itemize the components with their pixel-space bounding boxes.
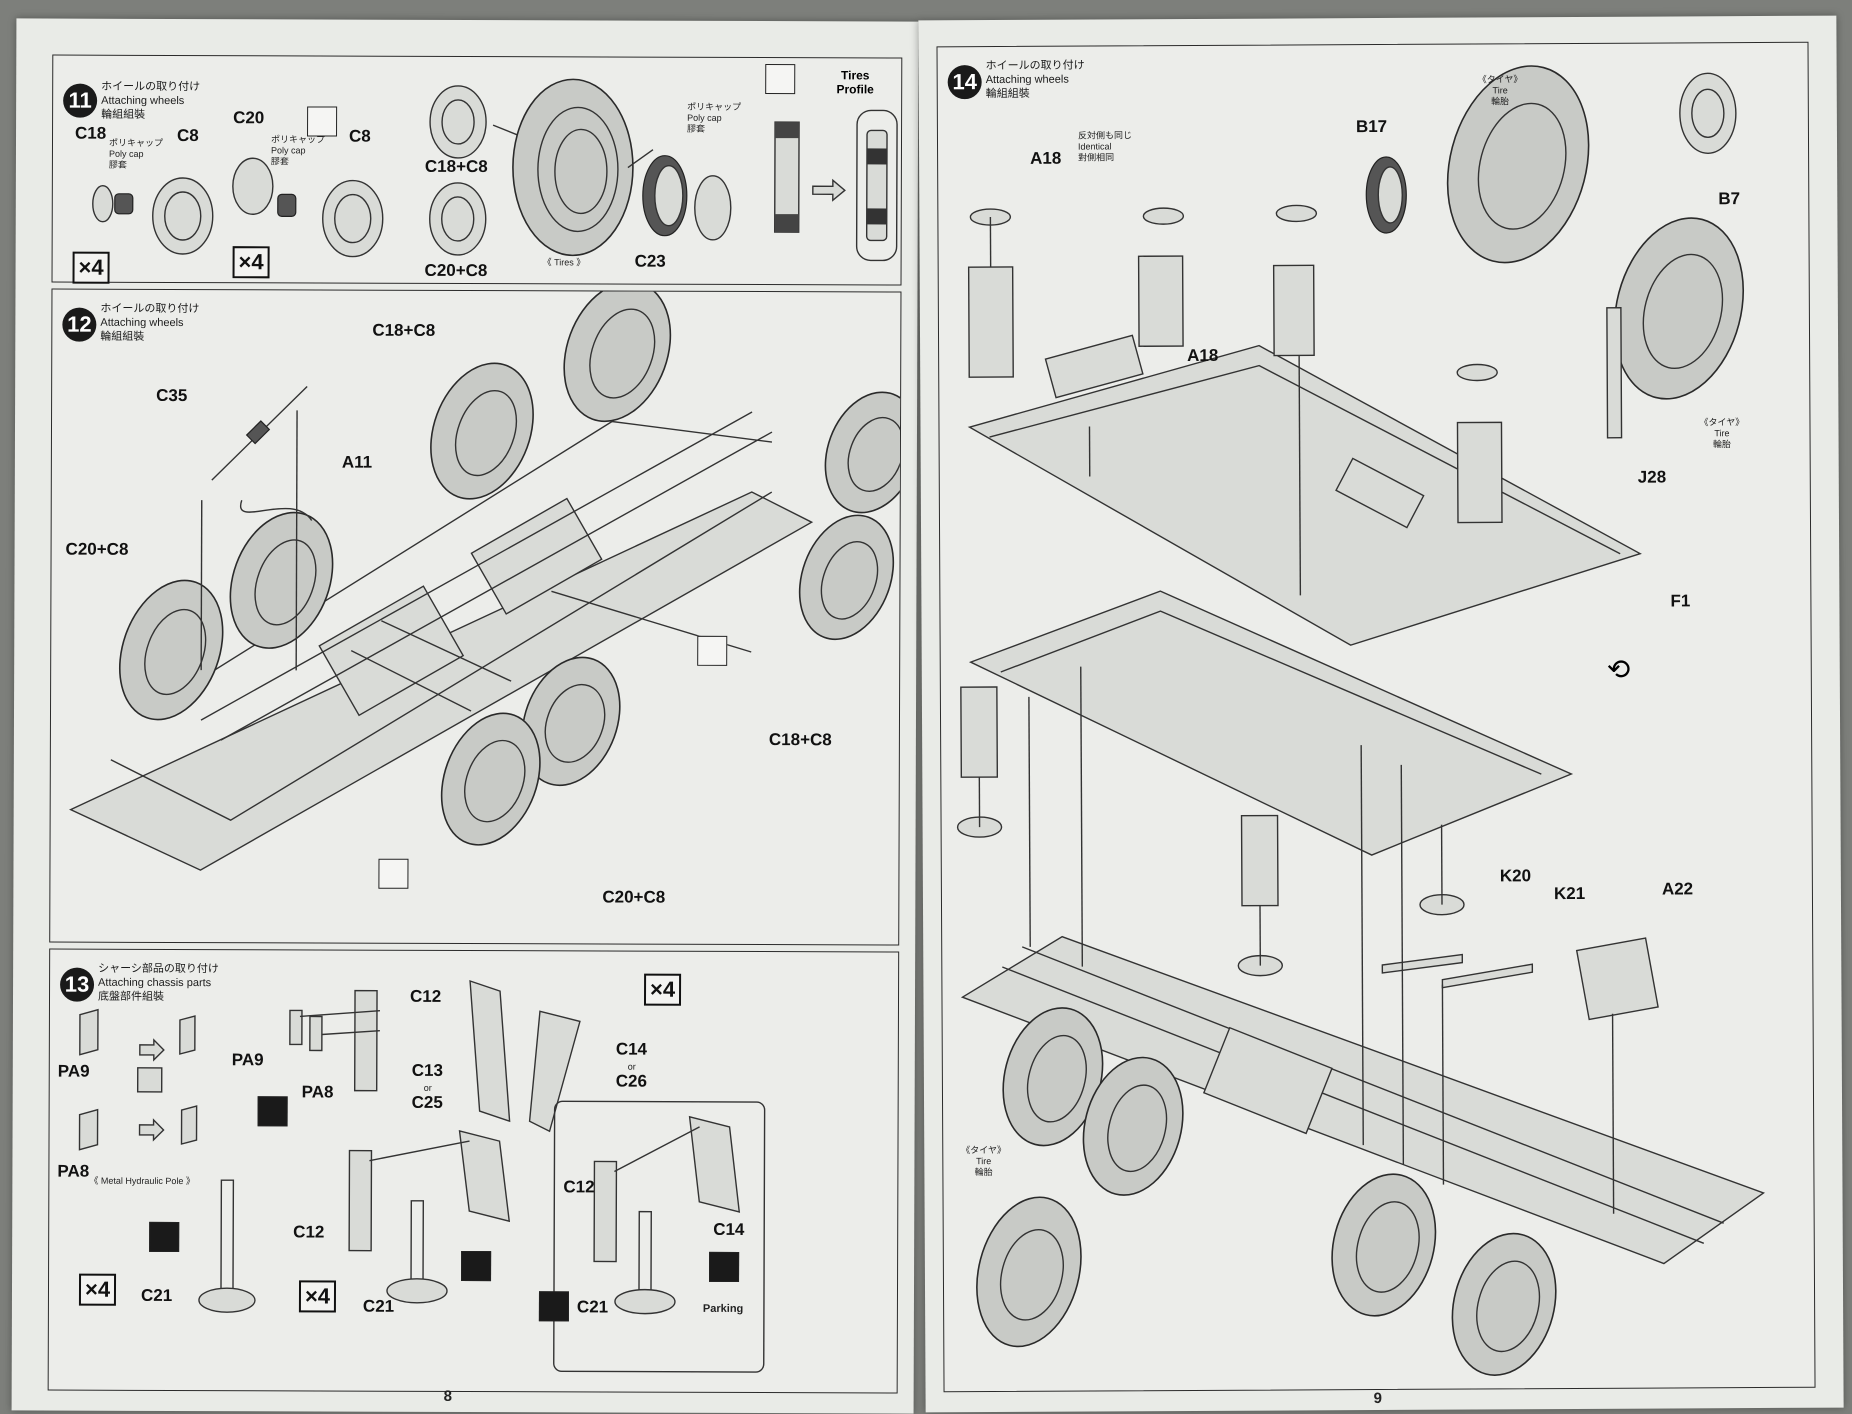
label-a22: A22 — [1662, 879, 1693, 899]
tires-note: 《 Tires 》 — [543, 257, 586, 268]
flip-over-icon: ⟲ — [1607, 656, 1635, 684]
cross-out-icon — [765, 64, 795, 94]
label-c14-b: C14 — [713, 1220, 744, 1240]
tires-profile-label: Tires Profile — [825, 68, 885, 96]
polycap-cn: 膠套 — [109, 160, 127, 170]
polycap-jp: ポリキャップ — [109, 138, 163, 148]
label-c18: C18 — [75, 124, 106, 144]
label-k20: K20 — [1500, 866, 1531, 886]
label-c20-c8: C20+C8 — [425, 261, 488, 281]
polycap-jp: ポリキャップ — [687, 102, 741, 112]
polycap-en: Poly cap — [109, 149, 144, 159]
multiplier-x4: ×4 — [233, 246, 270, 278]
movable-icon — [539, 1291, 569, 1321]
identical-note: 反対側も同じ Identical 對側相同 — [1078, 130, 1132, 163]
label-c12-b: C12 — [293, 1222, 324, 1242]
polycap-cn: 膠套 — [271, 156, 289, 166]
tire-note-top: 《タイヤ》 Tire 輪胎 — [1478, 74, 1523, 107]
left-page: 11 ホイールの取り付け Attaching wheels 輪組組裝 — [12, 18, 919, 1413]
step-13-panel: 13 シャーシ部品の取り付け Attaching chassis parts 底… — [48, 949, 900, 1394]
label-pa8-a: PA8 — [57, 1162, 89, 1182]
label-c13: C13 — [412, 1061, 443, 1081]
label-c8-a: C8 — [177, 126, 199, 146]
metal-hydraulic-pole-note: 《 Metal Hydraulic Pole 》 — [89, 1176, 195, 1187]
step-12-panel: 12 ホイールの取り付け Attaching wheels 輪組組裝 — [49, 289, 901, 946]
tire-note-mid: 《タイヤ》 Tire 輪胎 — [1699, 417, 1744, 450]
label-c20-c8-left: C20+C8 — [66, 540, 129, 560]
step-11-panel: 11 ホイールの取り付け Attaching wheels 輪組組裝 — [52, 55, 903, 286]
tire-cn: 輪胎 — [1713, 439, 1731, 449]
cross-out-icon — [697, 636, 727, 666]
multiplier-x4: ×4 — [79, 1274, 116, 1306]
label-c12-a: C12 — [410, 987, 441, 1007]
tire-cn: 輪胎 — [1491, 96, 1509, 106]
label-c21-a: C21 — [141, 1286, 172, 1306]
identical-jp: 反対側も同じ — [1078, 130, 1132, 140]
label-c12-c: C12 — [563, 1177, 594, 1197]
cross-out-icon — [307, 106, 337, 136]
polycap-en: Poly cap — [687, 113, 722, 123]
label-c23: C23 — [635, 252, 666, 272]
step-13-drawing — [49, 950, 899, 1393]
label-k21: K21 — [1554, 884, 1585, 904]
label-pa9-b: PA9 — [232, 1050, 264, 1070]
label-c8-b: C8 — [349, 127, 371, 147]
cross-out-icon — [378, 859, 408, 889]
glue-icon — [258, 1096, 288, 1126]
label-c21-c: C21 — [577, 1297, 608, 1317]
multiplier-x4: ×4 — [73, 252, 110, 284]
parking-note: Parking — [703, 1304, 743, 1315]
label-a18-top: A18 — [1030, 149, 1061, 169]
glue-icon — [709, 1252, 739, 1282]
right-page: 14 ホイールの取り付け Attaching wheels 輪組組裝 — [918, 16, 1843, 1413]
multiplier-x4: ×4 — [299, 1280, 336, 1312]
label-c35: C35 — [156, 386, 187, 406]
label-pa9-a: PA9 — [58, 1062, 90, 1082]
tire-jp: 《タイヤ》 — [961, 1145, 1006, 1155]
polycap-cn: 膠套 — [687, 124, 705, 134]
label-pa8-b: PA8 — [302, 1082, 334, 1102]
step-14-drawing — [938, 43, 1815, 1392]
polycap-note-a: ポリキャップ Poly cap 膠套 — [109, 138, 163, 171]
label-b7: B7 — [1718, 189, 1740, 209]
label-c18-c8: C18+C8 — [425, 157, 488, 177]
tire-en: Tire — [1492, 85, 1507, 95]
label-j28: J28 — [1638, 468, 1666, 488]
label-a18-mid: A18 — [1187, 346, 1218, 366]
label-c25: C25 — [412, 1093, 443, 1113]
tire-en: Tire — [976, 1156, 991, 1166]
identical-cn: 對側相同 — [1078, 152, 1114, 162]
label-c26: C26 — [616, 1072, 647, 1092]
label-c18-c8-right: C18+C8 — [769, 730, 832, 750]
label-c20: C20 — [233, 108, 264, 128]
tire-note-low: 《タイヤ》 Tire 輪胎 — [961, 1145, 1006, 1178]
label-a11: A11 — [342, 453, 372, 473]
step-14-panel: 14 ホイールの取り付け Attaching wheels 輪組組裝 — [936, 42, 1815, 1393]
tire-jp: 《タイヤ》 — [1699, 417, 1744, 427]
label-c21-b: C21 — [363, 1297, 394, 1317]
label-c18-c8-top: C18+C8 — [372, 321, 435, 341]
glue-icon — [149, 1222, 179, 1252]
label-c14-a: C14 — [616, 1040, 647, 1060]
polycap-note-b: ポリキャップ Poly cap 膠套 — [271, 134, 325, 167]
multiplier-x4: ×4 — [644, 974, 681, 1006]
page-number-right: 9 — [1374, 1390, 1382, 1407]
tire-en: Tire — [1714, 428, 1729, 438]
polycap-en: Poly cap — [271, 145, 306, 155]
tire-jp: 《タイヤ》 — [1478, 74, 1523, 84]
label-f1: F1 — [1670, 591, 1690, 611]
polycap-note-c: ポリキャップ Poly cap 膠套 — [687, 102, 741, 135]
label-b17: B17 — [1356, 117, 1387, 137]
identical-en: Identical — [1078, 141, 1112, 151]
label-c20-c8-bottom: C20+C8 — [602, 887, 665, 907]
page-number-left: 8 — [444, 1388, 452, 1405]
tire-cn: 輪胎 — [975, 1167, 993, 1177]
glue-icon — [461, 1251, 491, 1281]
